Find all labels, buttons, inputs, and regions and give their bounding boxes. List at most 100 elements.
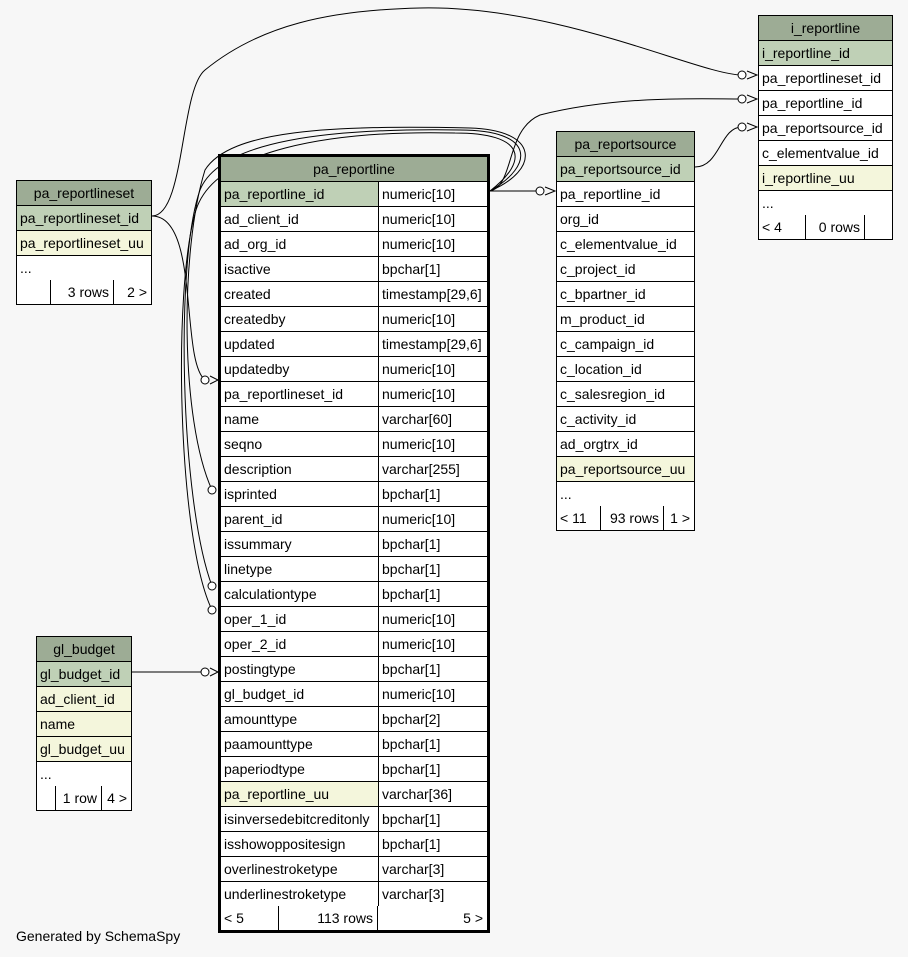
column-row[interactable]: gl_budget_uu bbox=[37, 737, 131, 762]
column-row[interactable]: pa_reportlineset_id bbox=[17, 206, 151, 231]
column-name: isprinted bbox=[224, 486, 277, 502]
table-title[interactable]: pa_reportsource bbox=[557, 132, 694, 157]
column-name: pa_reportline_uu bbox=[221, 782, 378, 806]
column-row[interactable]: c_bpartner_id bbox=[557, 282, 694, 307]
column-name: gl_budget_id bbox=[224, 686, 305, 702]
column-name: name bbox=[224, 411, 260, 427]
footer-prev[interactable] bbox=[17, 280, 50, 304]
column-row[interactable]: ... bbox=[557, 482, 694, 506]
column-name: c_elementvalue_id bbox=[762, 145, 879, 161]
column-row[interactable]: c_campaign_id bbox=[557, 332, 694, 357]
footer-next[interactable]: 4 > bbox=[101, 786, 131, 810]
column-row[interactable]: ... bbox=[37, 762, 131, 786]
column-row[interactable]: pa_reportlineset_id bbox=[759, 66, 892, 91]
footer-next[interactable]: 5 > bbox=[377, 906, 487, 930]
footer-rows: 113 rows bbox=[278, 906, 377, 930]
column-row[interactable]: name bbox=[37, 712, 131, 737]
column-name: i_reportline_uu bbox=[759, 166, 892, 190]
column-name: isshowoppositesign bbox=[224, 836, 346, 852]
table-title[interactable]: pa_reportlineset bbox=[17, 181, 151, 206]
column-row[interactable]: gl_budget_id bbox=[37, 662, 131, 687]
column-row[interactable]: c_project_id bbox=[557, 257, 694, 282]
column-row[interactable]: c_salesregion_id bbox=[557, 382, 694, 407]
column-row[interactable]: c_location_id bbox=[557, 357, 694, 382]
column-row[interactable]: c_elementvalue_id bbox=[557, 232, 694, 257]
footer-rows: 0 rows bbox=[805, 215, 864, 239]
column-name: ... bbox=[762, 195, 774, 211]
column-name: createdby bbox=[224, 311, 286, 327]
column-row[interactable]: pa_reportline_id bbox=[759, 91, 892, 116]
footer-prev[interactable]: < 4 bbox=[762, 219, 782, 235]
footer-rows: 93 rows bbox=[600, 506, 663, 530]
footer-prev[interactable]: < 11 bbox=[560, 510, 587, 526]
column-name: i_reportline_id bbox=[759, 41, 892, 65]
table-title[interactable]: gl_budget bbox=[37, 637, 131, 662]
footer-prev[interactable]: < 5 bbox=[224, 910, 244, 926]
footer-next[interactable]: 1 > bbox=[663, 506, 694, 530]
column-row[interactable]: c_elementvalue_id bbox=[759, 141, 892, 166]
column-row[interactable]: ad_orgtrx_id bbox=[557, 432, 694, 457]
column-row[interactable]: pa_reportlineset_uu bbox=[17, 231, 151, 256]
table-footer: < 4 0 rows bbox=[759, 215, 892, 239]
column-row[interactable]: pa_reportline_id bbox=[557, 182, 694, 207]
column-row[interactable]: org_id bbox=[557, 207, 694, 232]
footer-next[interactable]: 2 > bbox=[113, 280, 151, 304]
table-title[interactable]: pa_reportline bbox=[221, 157, 487, 182]
column-type: numeric[10] bbox=[378, 357, 487, 381]
column-type: bpchar[1] bbox=[378, 582, 487, 606]
column-type: numeric[10] bbox=[378, 507, 487, 531]
column-row[interactable]: ... bbox=[17, 256, 151, 280]
column-name: isinversedebitcreditonly bbox=[224, 811, 370, 827]
column-row[interactable]: pa_reportsource_id bbox=[759, 116, 892, 141]
column-name: pa_reportlineset_id bbox=[17, 206, 151, 230]
column-row[interactable]: pa_reportsource_uu bbox=[557, 457, 694, 482]
footer-prev[interactable] bbox=[37, 786, 55, 810]
edge-reportlineset-to-ireportline bbox=[151, 7, 743, 217]
column-row[interactable]: c_activity_id bbox=[557, 407, 694, 432]
column-row[interactable]: i_reportline_uu bbox=[759, 166, 892, 191]
table-title[interactable]: i_reportline bbox=[759, 16, 892, 41]
column-row[interactable]: pa_reportsource_id bbox=[557, 157, 694, 182]
column-name: gl_budget_uu bbox=[37, 737, 131, 761]
column-row[interactable]: i_reportline_id bbox=[759, 41, 892, 66]
column-row[interactable]: ad_client_id bbox=[37, 687, 131, 712]
footer-next[interactable] bbox=[864, 215, 892, 239]
column-type: bpchar[2] bbox=[378, 707, 487, 731]
column-row[interactable]: ... bbox=[759, 191, 892, 215]
column-row[interactable]: m_product_id bbox=[557, 307, 694, 332]
